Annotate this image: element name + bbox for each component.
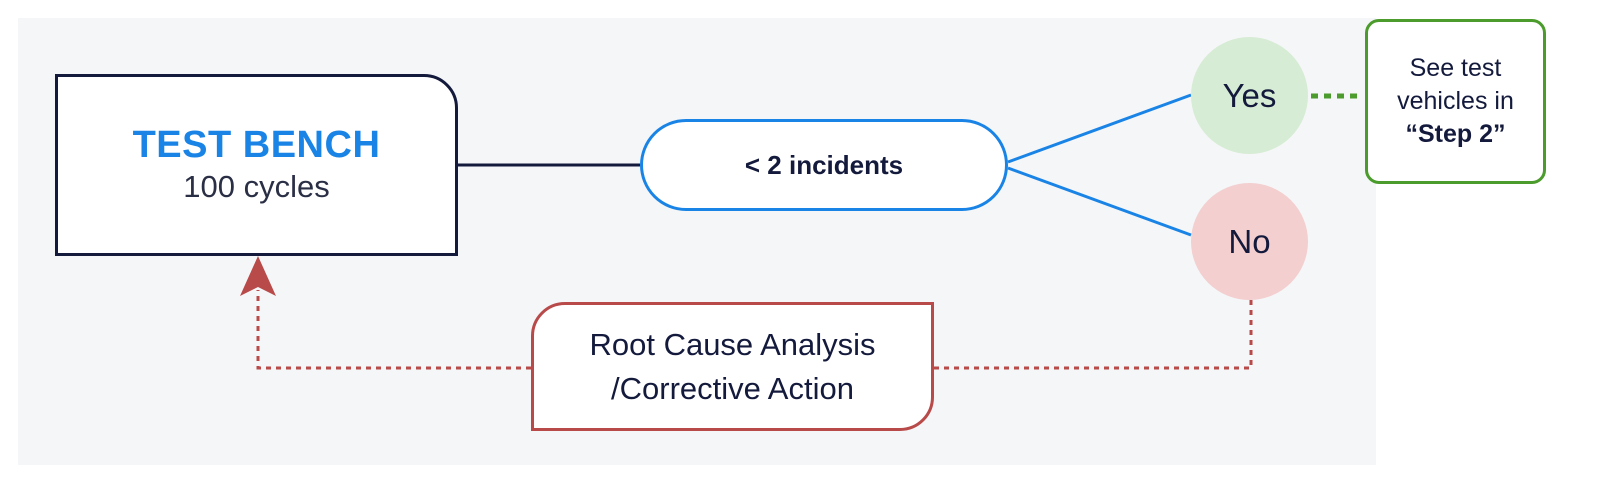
note-line-3: “Step 2”: [1405, 120, 1506, 148]
test-bench-node: TEST BENCH 100 cycles: [55, 74, 458, 256]
rca-line-2: /Corrective Action: [611, 370, 854, 406]
no-node: No: [1191, 183, 1308, 300]
condition-label: < 2 incidents: [744, 149, 904, 180]
test-bench-title: TEST BENCH: [132, 124, 381, 166]
connector-no-to-rca: [934, 300, 1253, 370]
connector-condition-to-no: [1007, 166, 1192, 237]
connector-rca-to-bench: [256, 290, 531, 370]
condition-node: < 2 incidents: [640, 119, 1008, 211]
step2-note: See test vehicles in “Step 2”: [1365, 19, 1546, 184]
note-line-2: vehicles in: [1397, 87, 1514, 115]
yes-label: Yes: [1222, 76, 1277, 114]
rca-node: Root Cause Analysis /Corrective Action: [531, 302, 934, 431]
no-label: No: [1228, 222, 1271, 260]
test-bench-subtitle: 100 cycles: [183, 169, 330, 204]
yes-node: Yes: [1191, 37, 1308, 154]
connector-condition-to-yes: [1007, 93, 1192, 164]
rca-line-1: Root Cause Analysis: [589, 326, 876, 362]
note-line-1: See test: [1409, 54, 1502, 82]
arrowhead-up-icon: [240, 256, 276, 296]
